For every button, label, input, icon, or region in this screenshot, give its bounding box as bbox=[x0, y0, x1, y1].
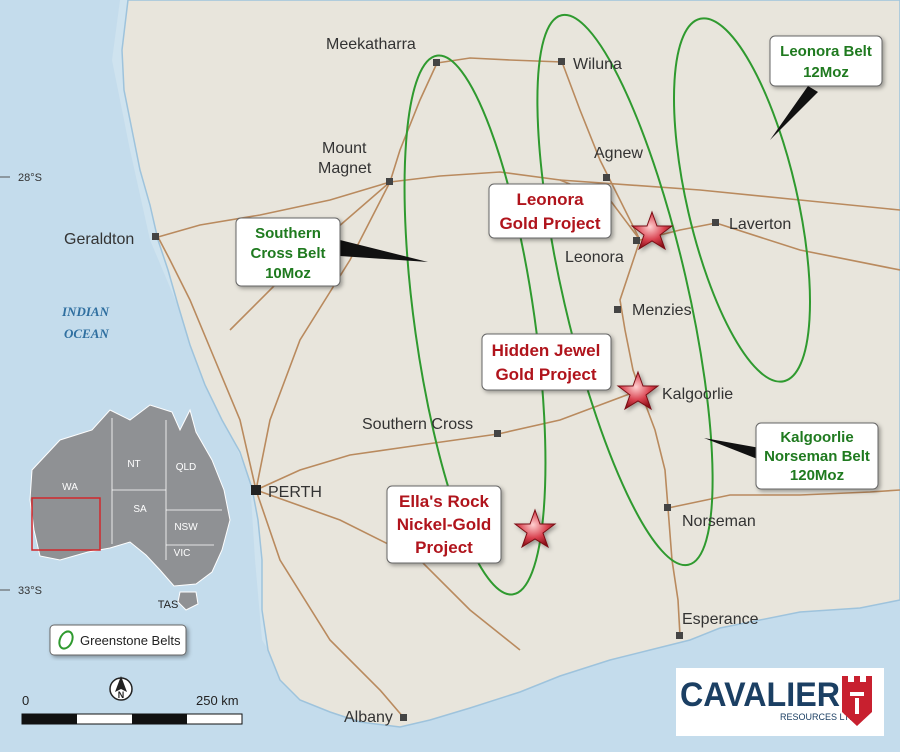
project-ellas-rock-line2: Nickel-Gold bbox=[397, 515, 491, 534]
inset-state-qld: QLD bbox=[176, 462, 197, 473]
project-hidden-jewel-line1: Hidden Jewel bbox=[492, 341, 601, 360]
town-label-wiluna: Wiluna bbox=[573, 56, 622, 73]
inset-state-nsw: NSW bbox=[174, 522, 198, 533]
belt-leonora-line1: Leonora Belt bbox=[780, 43, 872, 60]
belt-kalgoorlie-line3: 120Moz bbox=[790, 467, 844, 484]
ocean-label-line1: INDIAN bbox=[61, 304, 110, 319]
north-label: N bbox=[118, 690, 125, 700]
inset-australia-shape bbox=[29, 404, 231, 587]
logo-subtitle: RESOURCES LTD bbox=[780, 712, 856, 722]
southern-cross-belt-outline bbox=[403, 54, 547, 596]
belt-kalgoorlie-line1: Kalgoorlie bbox=[780, 429, 853, 446]
belt-label-southern-cross: Southern Cross Belt 10Moz bbox=[235, 217, 341, 287]
leonora-belt-outline bbox=[673, 17, 811, 383]
legend-greenstone-label: Greenstone Belts bbox=[80, 633, 181, 648]
logo-name: CAVALIER bbox=[680, 676, 840, 714]
inset-state-vic: VIC bbox=[174, 548, 191, 559]
town-label-perth: PERTH bbox=[268, 484, 322, 501]
scale-end-label: 250 km bbox=[196, 693, 239, 708]
inset-state-nt: NT bbox=[127, 459, 140, 470]
inset-state-borders bbox=[111, 418, 222, 560]
town-label-albany: Albany bbox=[344, 709, 393, 726]
belt-kalgoorlie-line2: Norseman Belt bbox=[764, 448, 870, 465]
project-label-leonora: Leonora Gold Project bbox=[488, 183, 612, 239]
belt-label-leonora: Leonora Belt 12Moz bbox=[769, 35, 883, 87]
cavalier-logo: CAVALIER RESOURCES LTD bbox=[676, 668, 884, 736]
town-label-laverton: Laverton bbox=[729, 216, 791, 233]
town-label-mount: Mount bbox=[322, 140, 367, 157]
project-label-hidden-jewel: Hidden Jewel Gold Project bbox=[481, 333, 612, 391]
belt-southern-cross-line3: 10Moz bbox=[265, 265, 311, 282]
project-leonora-line2: Gold Project bbox=[499, 214, 600, 233]
greenstone-belts bbox=[403, 13, 811, 596]
inset-state-sa: SA bbox=[133, 504, 147, 515]
lat-label-33: 33°S bbox=[18, 585, 42, 597]
town-labels: Meekatharra Wiluna Agnew Mount Magnet Ge… bbox=[64, 36, 791, 726]
project-ellas-rock-line3: Project bbox=[415, 538, 473, 557]
belt-label-kalgoorlie: Kalgoorlie Norseman Belt 120Moz bbox=[755, 422, 879, 490]
leonora-project-star[interactable] bbox=[630, 210, 674, 251]
town-label-southern-cross: Southern Cross bbox=[362, 416, 473, 433]
inset-state-tas: TAS bbox=[158, 599, 179, 611]
town-label-magnet: Magnet bbox=[318, 160, 372, 177]
project-hidden-jewel-line2: Gold Project bbox=[495, 365, 596, 384]
belt-pointers bbox=[340, 86, 818, 460]
town-markers bbox=[152, 58, 719, 721]
hidden-jewel-project-star[interactable] bbox=[616, 370, 660, 411]
inset-tasmania bbox=[177, 591, 199, 611]
town-label-kalgoorlie: Kalgoorlie bbox=[662, 386, 733, 403]
town-label-agnew: Agnew bbox=[594, 145, 643, 162]
project-leonora-line1: Leonora bbox=[516, 190, 584, 209]
ocean-label-line2: OCEAN bbox=[64, 326, 109, 341]
town-label-norseman: Norseman bbox=[682, 513, 756, 530]
greenstone-legend-icon bbox=[58, 630, 74, 650]
australia-inset: WA NT QLD SA NSW VIC TAS bbox=[29, 404, 231, 611]
lat-label-28: 28°S bbox=[18, 172, 42, 184]
town-label-geraldton: Geraldton bbox=[64, 231, 134, 248]
town-label-leonora: Leonora bbox=[565, 249, 624, 266]
belt-leonora-line2: 12Moz bbox=[803, 64, 849, 81]
town-label-meekatharra: Meekatharra bbox=[326, 36, 416, 53]
legend: Greenstone Belts bbox=[49, 624, 187, 656]
wa-highlight-box bbox=[31, 497, 101, 551]
ellas-rock-project-star[interactable] bbox=[513, 508, 557, 549]
town-label-esperance: Esperance bbox=[682, 611, 759, 628]
project-ellas-rock-line1: Ella's Rock bbox=[399, 492, 490, 511]
belt-southern-cross-line1: Southern bbox=[255, 225, 321, 242]
inset-state-wa: WA bbox=[62, 482, 78, 493]
castle-emblem-icon bbox=[842, 676, 872, 726]
scale-and-north: N 0 250 km bbox=[21, 676, 243, 725]
belt-southern-cross-line2: Cross Belt bbox=[250, 245, 325, 262]
town-label-menzies: Menzies bbox=[632, 302, 692, 319]
project-markers bbox=[513, 210, 674, 549]
project-label-ellas-rock: Ella's Rock Nickel-Gold Project bbox=[386, 485, 502, 564]
kalgoorlie-norseman-belt-outline bbox=[536, 13, 714, 567]
scale-start-label: 0 bbox=[22, 693, 29, 708]
